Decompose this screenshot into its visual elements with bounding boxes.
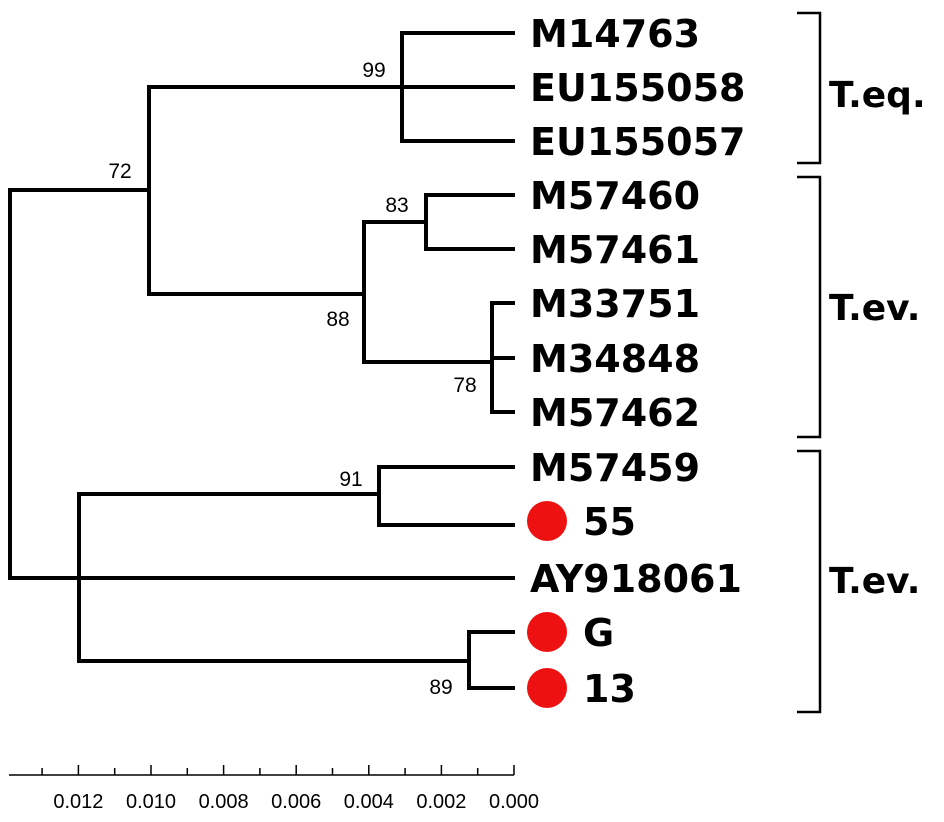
scale-tick-label: 0.010 [126,791,176,813]
taxon-label: G [583,611,614,655]
taxon-label: M57459 [530,446,700,490]
clade-label: T.eq. [829,75,926,116]
scale-tick-label: 0.012 [53,791,103,813]
taxon-label: 13 [583,667,636,711]
red-dot-marker-icon [527,501,567,541]
bootstrap-value: 72 [108,160,131,183]
taxon-label: M34848 [530,337,700,381]
taxon-label: M57462 [530,391,700,435]
bootstrap-value: 88 [326,308,349,331]
clade-bracket [797,449,822,714]
bootstrap-value: 83 [385,194,408,217]
taxon-label: AY918061 [530,557,742,601]
scale-tick-label: 0.008 [199,791,249,813]
scale-tick-label: 0.004 [344,791,394,813]
bootstrap-value: 89 [429,676,452,699]
bootstrap-value: 78 [453,374,476,397]
red-dot-marker-icon [527,612,567,652]
taxon-label: EU155057 [530,120,745,164]
clade-bracket [797,175,822,439]
taxon-label: M57460 [530,174,700,218]
taxon-label: M14763 [530,12,700,56]
bootstrap-value: 91 [339,468,362,491]
bootstrap-value: 99 [362,59,385,82]
taxon-label: EU155058 [530,66,745,110]
red-dot-marker-icon [527,668,567,708]
scale-tick-label: 0.002 [416,791,466,813]
taxon-label: M57461 [530,228,700,272]
taxon-label: 55 [583,500,636,544]
scale-tick-label: 0.000 [489,791,539,813]
taxon-label: M33751 [530,282,700,326]
clade-label: T.ev. [829,288,920,329]
clade-bracket [797,11,822,165]
scale-tick-label: 0.006 [271,791,321,813]
clade-label: T.ev. [829,561,920,602]
